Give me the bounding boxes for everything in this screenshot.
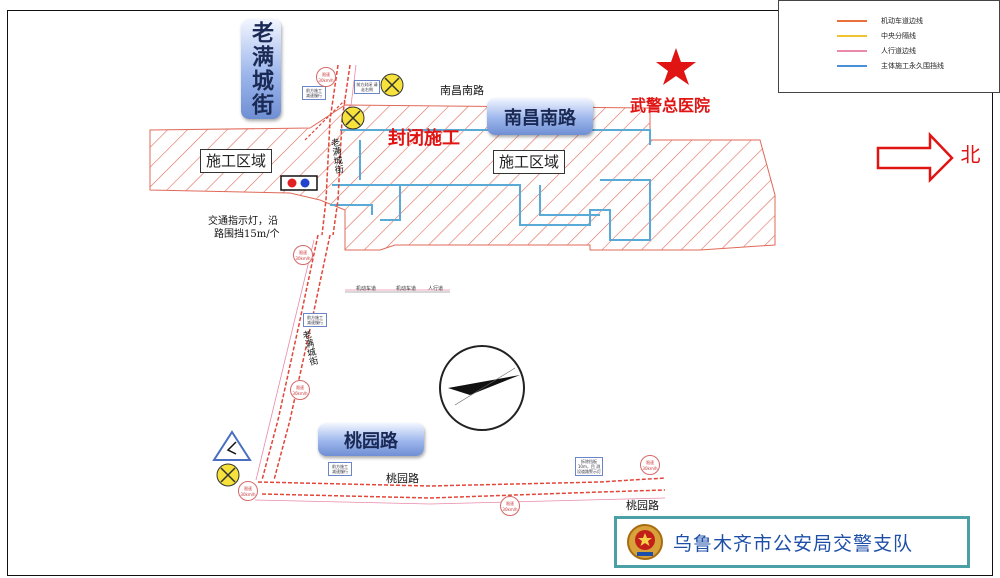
legend-item: 机动车道边线 <box>837 16 923 26</box>
road-label-taoyuan-2: 桃园路 <box>626 499 659 512</box>
speed-limit-sign-5: 限速 30km/h <box>500 496 520 516</box>
legend-label: 机动车道边线 <box>881 17 923 25</box>
permanent-fence-lines <box>330 129 651 241</box>
legend-label: 主体施工永久围挡线 <box>881 62 944 70</box>
sign-front-slow-3: 前方施工 减速慢行 <box>328 462 352 476</box>
speed-limit-sign-1: 限速 30km/h <box>316 67 336 87</box>
hospital-star-icon <box>656 48 696 85</box>
legend-swatch <box>837 65 867 67</box>
signal-note-line1: 交通指示灯，沿 <box>208 216 278 227</box>
legend-swatch <box>837 20 867 22</box>
construction-zone-left: 施工区域 <box>200 149 273 173</box>
road-badge-laomanchengjie: 老满城街 <box>241 19 281 119</box>
police-emblem-icon <box>627 524 663 560</box>
lane-label-motor-2: 机动车道 <box>396 286 417 292</box>
warning-lamp-icon <box>341 106 365 130</box>
legend-label: 人行道边线 <box>881 47 916 55</box>
road-badge-nanchang-nan: 南昌南路 <box>487 98 593 135</box>
sign-front-slow-2: 前方施工 减速慢行 <box>303 313 327 327</box>
north-label: 北 <box>957 144 981 164</box>
compass-icon <box>439 345 525 431</box>
sign-front-closed: 前方封闭 请走右侧 <box>354 80 380 94</box>
turn-warning-sign-icon <box>212 430 252 461</box>
north-arrow <box>876 131 954 184</box>
police-footer: 乌鲁木齐市公安局交警支队 <box>614 516 970 568</box>
speed-limit-sign-6: 限速 30km/h <box>238 481 258 501</box>
legend-label: 中央分隔线 <box>881 32 916 40</box>
traffic-signal-icon <box>280 175 318 191</box>
legend-swatch <box>837 35 867 37</box>
speed-limit-sign-4: 限速 30km/h <box>640 455 660 475</box>
road-lines <box>257 64 666 499</box>
police-footer-title: 乌鲁木齐市公安局交警支队 <box>673 532 914 555</box>
sign-guide-note: 拆除挡板10m，目 测设道路警示灯 <box>575 457 603 476</box>
map-legend: 机动车道边线 中央分隔线 人行道边线 主体施工永久围挡线 <box>778 0 1000 93</box>
speed-limit-sign-2: 限速 30km/h <box>293 245 313 265</box>
map-frame <box>7 10 993 576</box>
construction-area <box>149 104 776 251</box>
legend-swatch <box>837 50 867 52</box>
legend-item: 人行道边线 <box>837 46 916 56</box>
legend-item: 主体施工永久围挡线 <box>837 61 944 71</box>
legend-item: 中央分隔线 <box>837 31 916 41</box>
signal-note-line2: 路围挡15m/个 <box>214 229 280 240</box>
road-badge-taoyuan: 桃园路 <box>318 423 424 456</box>
road-label-nanchang-nan: 南昌南路 <box>440 84 484 97</box>
warning-lamp-icon <box>216 463 240 487</box>
lane-label-sidewalk: 人行道 <box>428 286 444 292</box>
construction-zone-right: 施工区域 <box>493 150 566 174</box>
lane-label-motor-1: 机动车道 <box>356 286 377 292</box>
warning-lamp-icon <box>380 73 404 97</box>
hospital-label: 武警总医院 <box>630 96 711 115</box>
sign-front-slow-1: 前方施工 减速慢行 <box>302 86 326 100</box>
closure-label: 封闭施工 <box>388 128 460 149</box>
speed-limit-sign-3: 限速 30km/h <box>290 380 310 400</box>
road-label-taoyuan-1: 桃园路 <box>386 472 419 485</box>
